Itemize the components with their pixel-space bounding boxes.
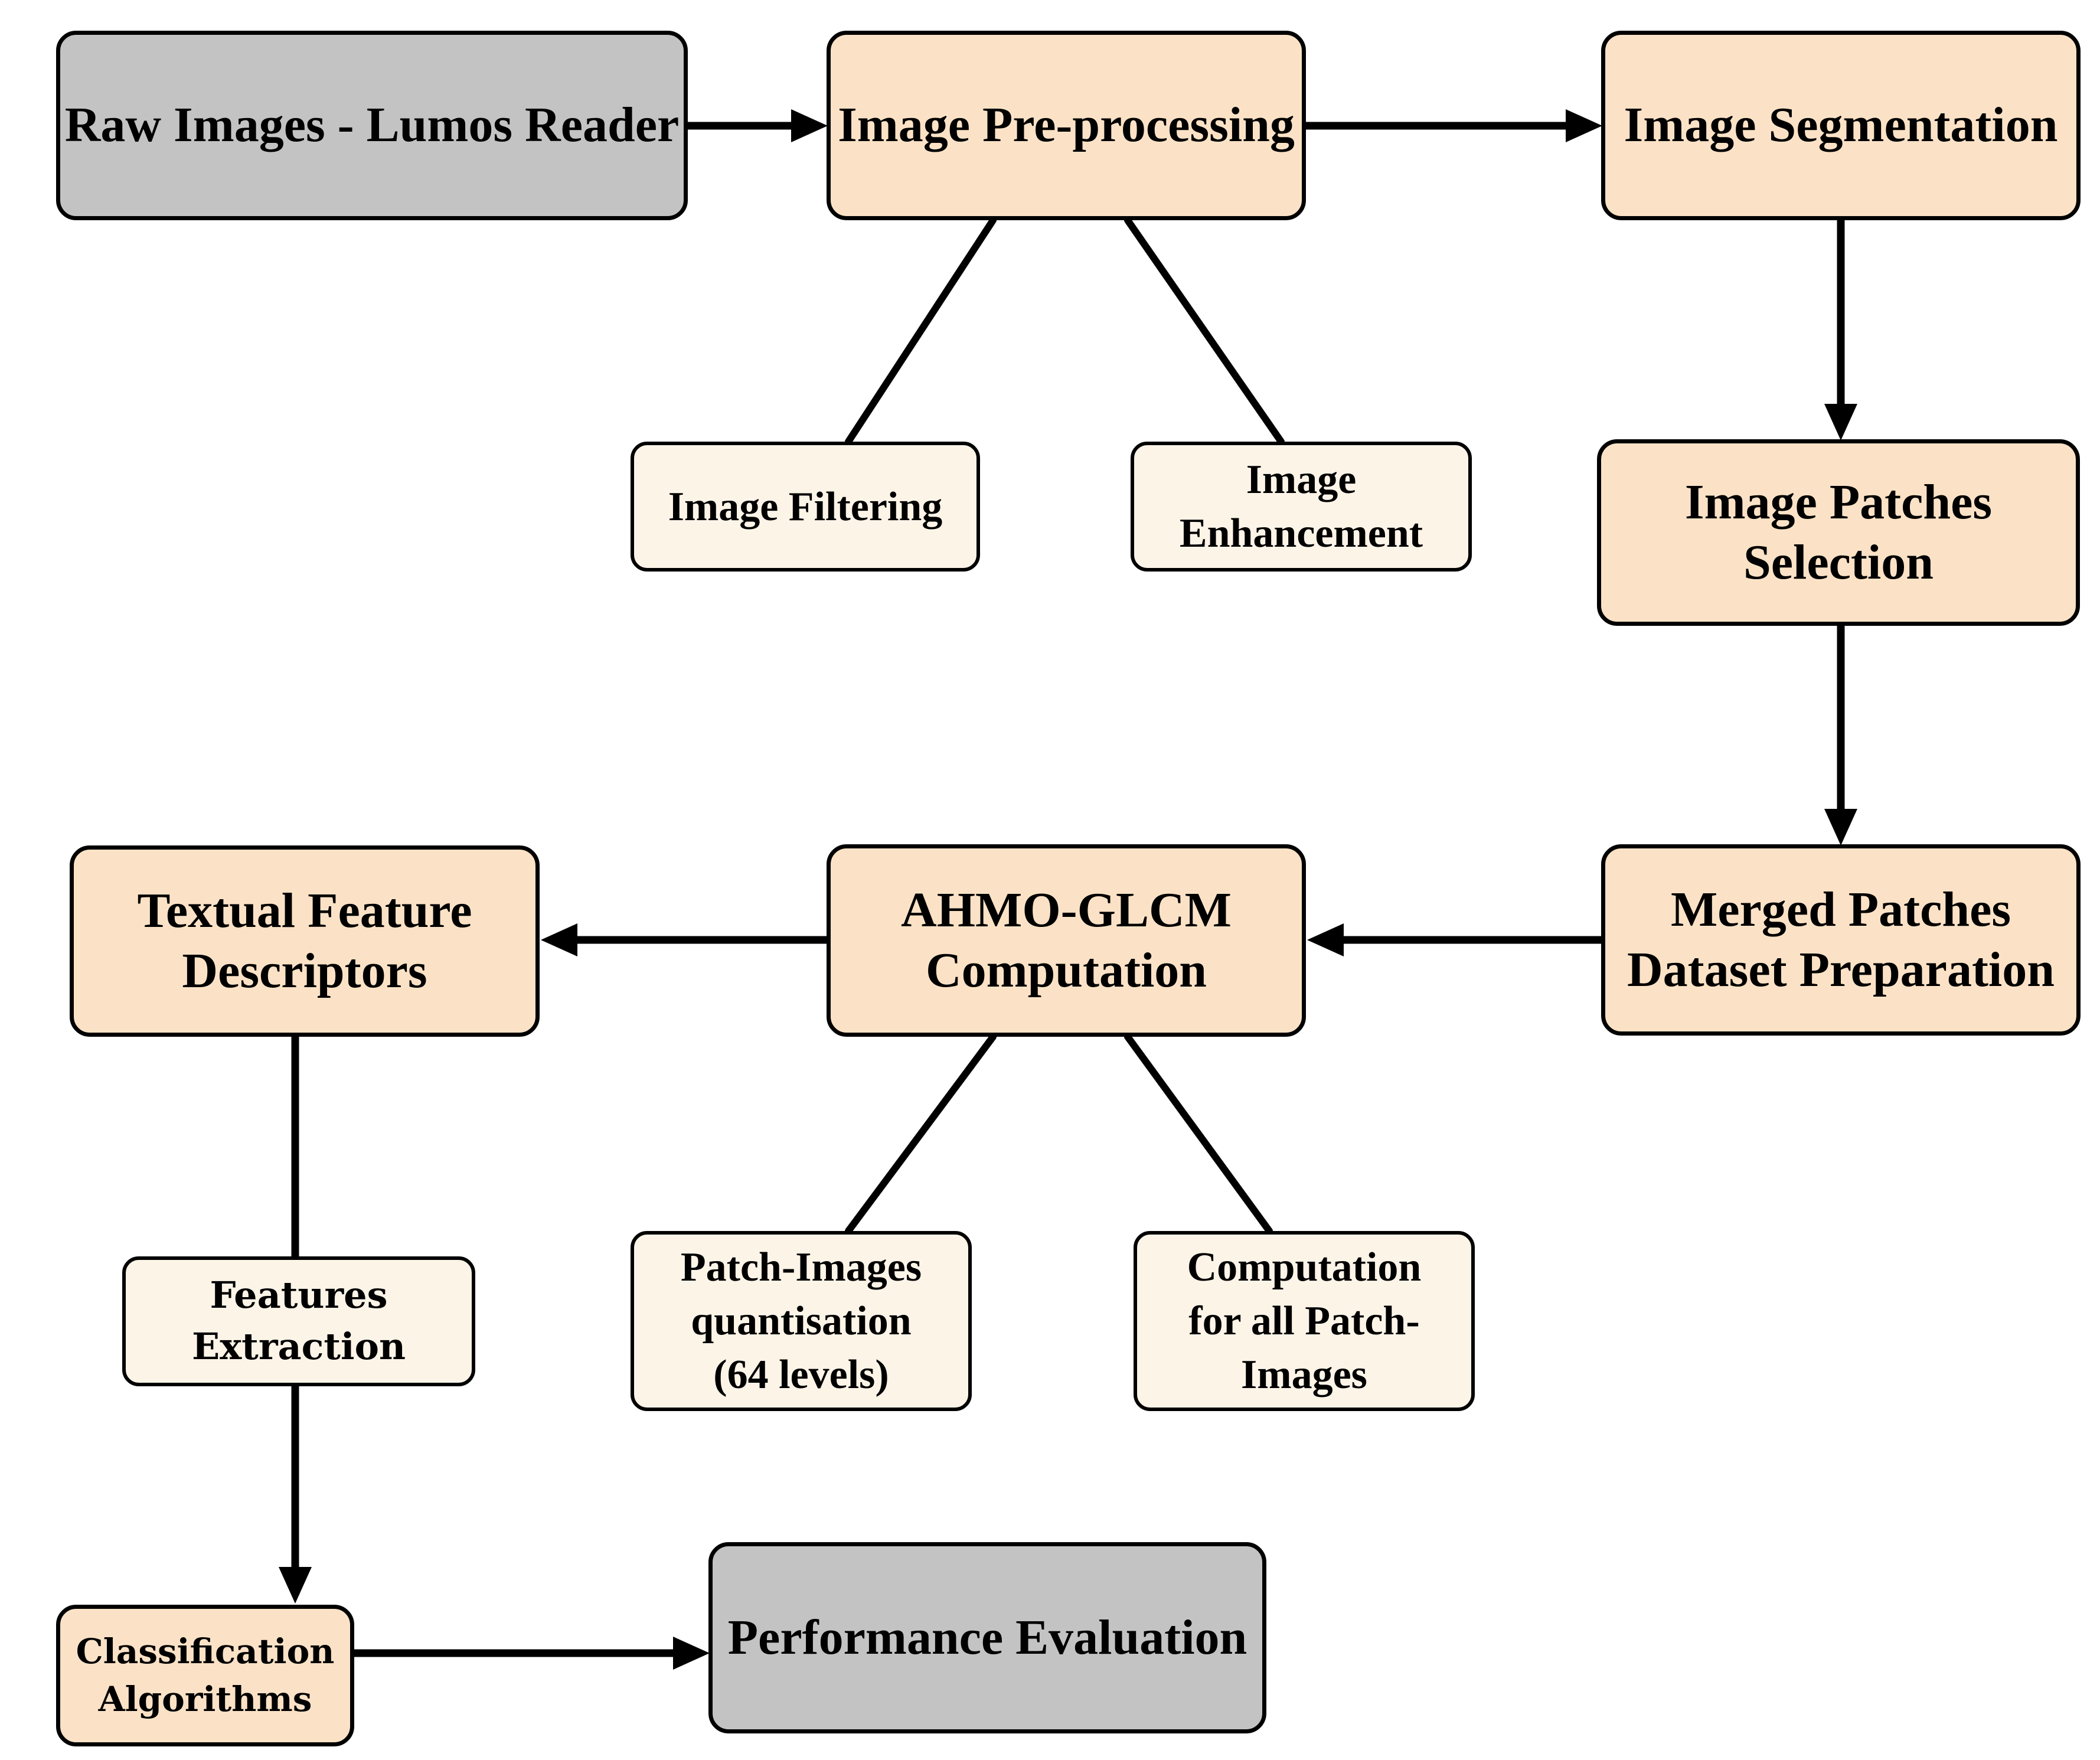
node-features-extraction-label: Features Extraction: [191, 1274, 406, 1368]
node-image-enhancement-label: Image Enhancement: [1179, 457, 1423, 556]
node-image-filtering-label: Image Filtering: [668, 484, 943, 530]
node-patch-images-quantisation-label: Patch-Images quantisation (64 levels): [680, 1245, 922, 1397]
node-ahmo-glcm-computation: AHMO-GLCM Computation: [827, 844, 1306, 1037]
node-raw-images: Raw Images - Lumos Reader: [56, 31, 688, 220]
node-ahmo-glcm-computation-label: AHMO-GLCM Computation: [901, 882, 1232, 998]
arrowhead-patches-to-merged: [1824, 809, 1857, 845]
node-computation-for-all-patch-images: Computation for all Patch- Images: [1134, 1231, 1475, 1411]
node-raw-images-label: Raw Images - Lumos Reader: [64, 97, 680, 153]
node-image-pre-processing-label: Image Pre-processing: [838, 97, 1295, 153]
node-image-patches-selection: Image Patches Selection: [1597, 439, 2080, 626]
node-image-pre-processing: Image Pre-processing: [827, 31, 1306, 220]
node-features-extraction: Features Extraction: [122, 1256, 475, 1386]
node-image-patches-selection-label: Image Patches Selection: [1684, 474, 1993, 590]
node-merged-patches-dataset-preparation: Merged Patches Dataset Preparation: [1601, 844, 2081, 1036]
edge-pre-to-filtering: [845, 217, 997, 445]
arrowhead-raw-to-pre: [791, 109, 828, 142]
node-classification-algorithms-label: Classification Algorithms: [76, 1631, 335, 1719]
edge-ahmo-to-quantisation: [845, 1033, 997, 1235]
node-performance-evaluation-label: Performance Evaluation: [727, 1609, 1247, 1665]
node-image-segmentation: Image Segmentation: [1601, 31, 2081, 220]
arrowhead-merged-to-ahmo: [1307, 923, 1344, 956]
node-textual-feature-descriptors-label: Textual Feature Descriptors: [137, 883, 472, 998]
node-patch-images-quantisation: Patch-Images quantisation (64 levels): [631, 1231, 972, 1411]
node-computation-for-all-patch-images-label: Computation for all Patch- Images: [1187, 1245, 1422, 1397]
edge-ahmo-to-computation: [1124, 1033, 1273, 1235]
node-performance-evaluation: Performance Evaluation: [708, 1542, 1266, 1733]
edge-pre-to-enhancement: [1124, 217, 1285, 445]
arrowhead-classification-to-performance: [673, 1637, 710, 1670]
node-merged-patches-dataset-preparation-label: Merged Patches Dataset Preparation: [1627, 881, 2055, 997]
node-image-segmentation-label: Image Segmentation: [1624, 97, 2058, 153]
node-classification-algorithms: Classification Algorithms: [56, 1605, 354, 1746]
arrowhead-seg-to-patches: [1824, 404, 1857, 440]
node-image-filtering: Image Filtering: [631, 442, 980, 572]
arrowhead-pre-to-seg: [1566, 109, 1602, 142]
node-textual-feature-descriptors: Textual Feature Descriptors: [70, 845, 540, 1037]
arrowhead-ahmo-to-textual: [541, 923, 577, 956]
node-image-enhancement: Image Enhancement: [1131, 442, 1472, 572]
arrowhead-features-to-classification: [279, 1567, 312, 1604]
